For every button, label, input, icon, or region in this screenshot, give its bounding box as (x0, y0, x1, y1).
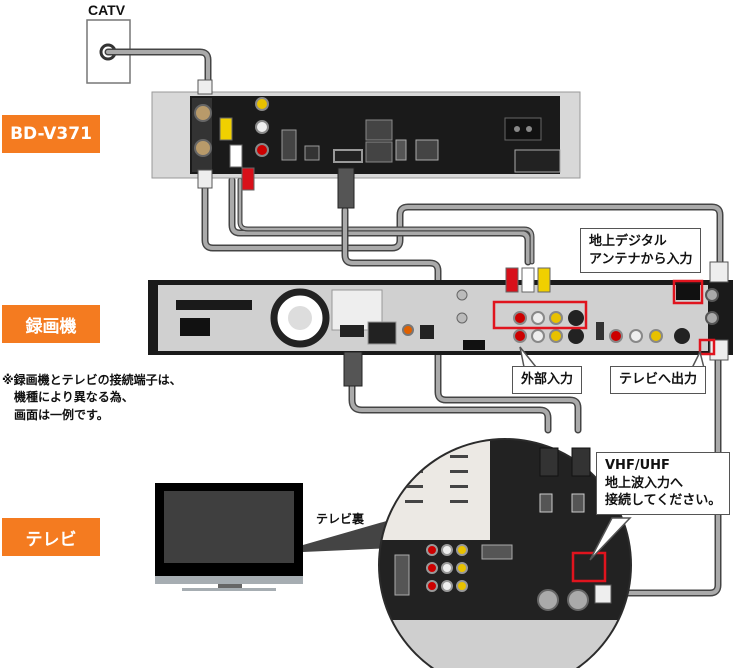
note-line: ※録画機とテレビの接続端子は、 (2, 373, 182, 387)
callout-antenna-input: 地上デジタル アンテナから入力 (580, 228, 702, 274)
tuner-label: BD-V371 (2, 115, 100, 153)
tv-illustration (155, 483, 392, 591)
vhf-uhf-highlight (571, 551, 607, 583)
callout-line: 接続してください。 (605, 493, 722, 509)
recorder-tv-note: ※録画機とテレビの接続端子は、 機種により異なる為、 画面は一例です。 (2, 372, 182, 424)
bd-v371-device (151, 91, 581, 179)
callout-line: アンテナから入力 (589, 251, 693, 267)
callout-line: VHF/UHF (605, 458, 670, 473)
callout-tv-output: テレビへ出力 (610, 366, 707, 394)
callout-line: 地上デジタル (589, 234, 667, 249)
recorder-label: 録画機 (2, 305, 100, 343)
note-line: 機種により異なる為、 (14, 390, 134, 405)
note-line: 画面は一例です。 (14, 407, 109, 422)
callout-line: 地上波入力へ (605, 475, 684, 491)
catv-label: CATV (88, 2, 126, 18)
antenna-input-highlight (672, 279, 704, 305)
tv-back-label: テレビ裏 (316, 512, 365, 526)
tv-label: テレビ (2, 518, 100, 556)
callout-external-input: 外部入力 (512, 366, 583, 394)
recorder-device (148, 280, 733, 355)
external-input-highlight (492, 300, 588, 330)
callout-vhf-uhf: VHF/UHF 地上波入力へ 接続してください。 (596, 452, 731, 515)
tv-output-highlight (698, 338, 716, 356)
